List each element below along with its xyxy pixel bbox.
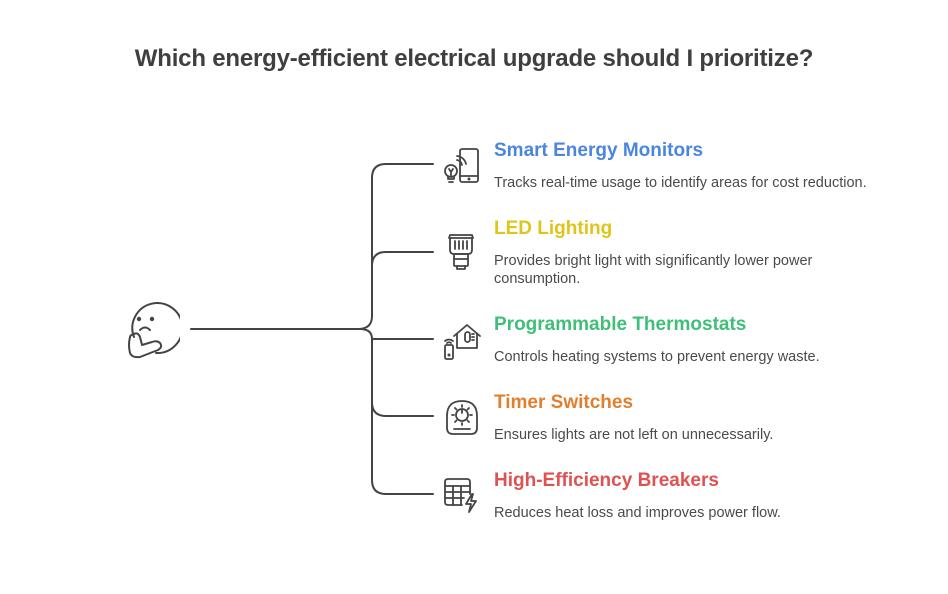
branch-line-3 <box>359 328 434 340</box>
breaker-panel-icon <box>440 474 484 518</box>
branch-line-4 <box>371 338 434 417</box>
branch-line-2 <box>371 251 434 317</box>
option-heading: LED Lighting <box>494 218 613 239</box>
smart-home-thermostat-icon <box>440 320 484 364</box>
option-description: Controls heating systems to prevent ener… <box>494 349 820 365</box>
diagram-title: Which energy-efficient electrical upgrad… <box>134 45 814 72</box>
option-description: Tracks real-time usage to identify areas… <box>494 175 867 191</box>
smart-monitor-icon <box>440 144 484 188</box>
option-description: Ensures lights are not left on unnecessa… <box>494 427 774 443</box>
option-heading: Programmable Thermostats <box>494 314 747 335</box>
branch-line-1 <box>371 163 434 317</box>
thinking-face-icon <box>120 297 184 363</box>
led-bulb-icon <box>440 230 484 274</box>
root-connector-line <box>190 315 373 330</box>
option-description: Provides bright light with significantly… <box>494 253 813 287</box>
option-heading: Timer Switches <box>494 392 634 413</box>
option-description: Reduces heat loss and improves power flo… <box>494 505 781 521</box>
option-heading: High-Efficiency Breakers <box>494 470 719 491</box>
option-heading: Smart Energy Monitors <box>494 140 704 161</box>
timer-switch-icon <box>440 396 484 440</box>
branch-line-5 <box>371 338 434 495</box>
